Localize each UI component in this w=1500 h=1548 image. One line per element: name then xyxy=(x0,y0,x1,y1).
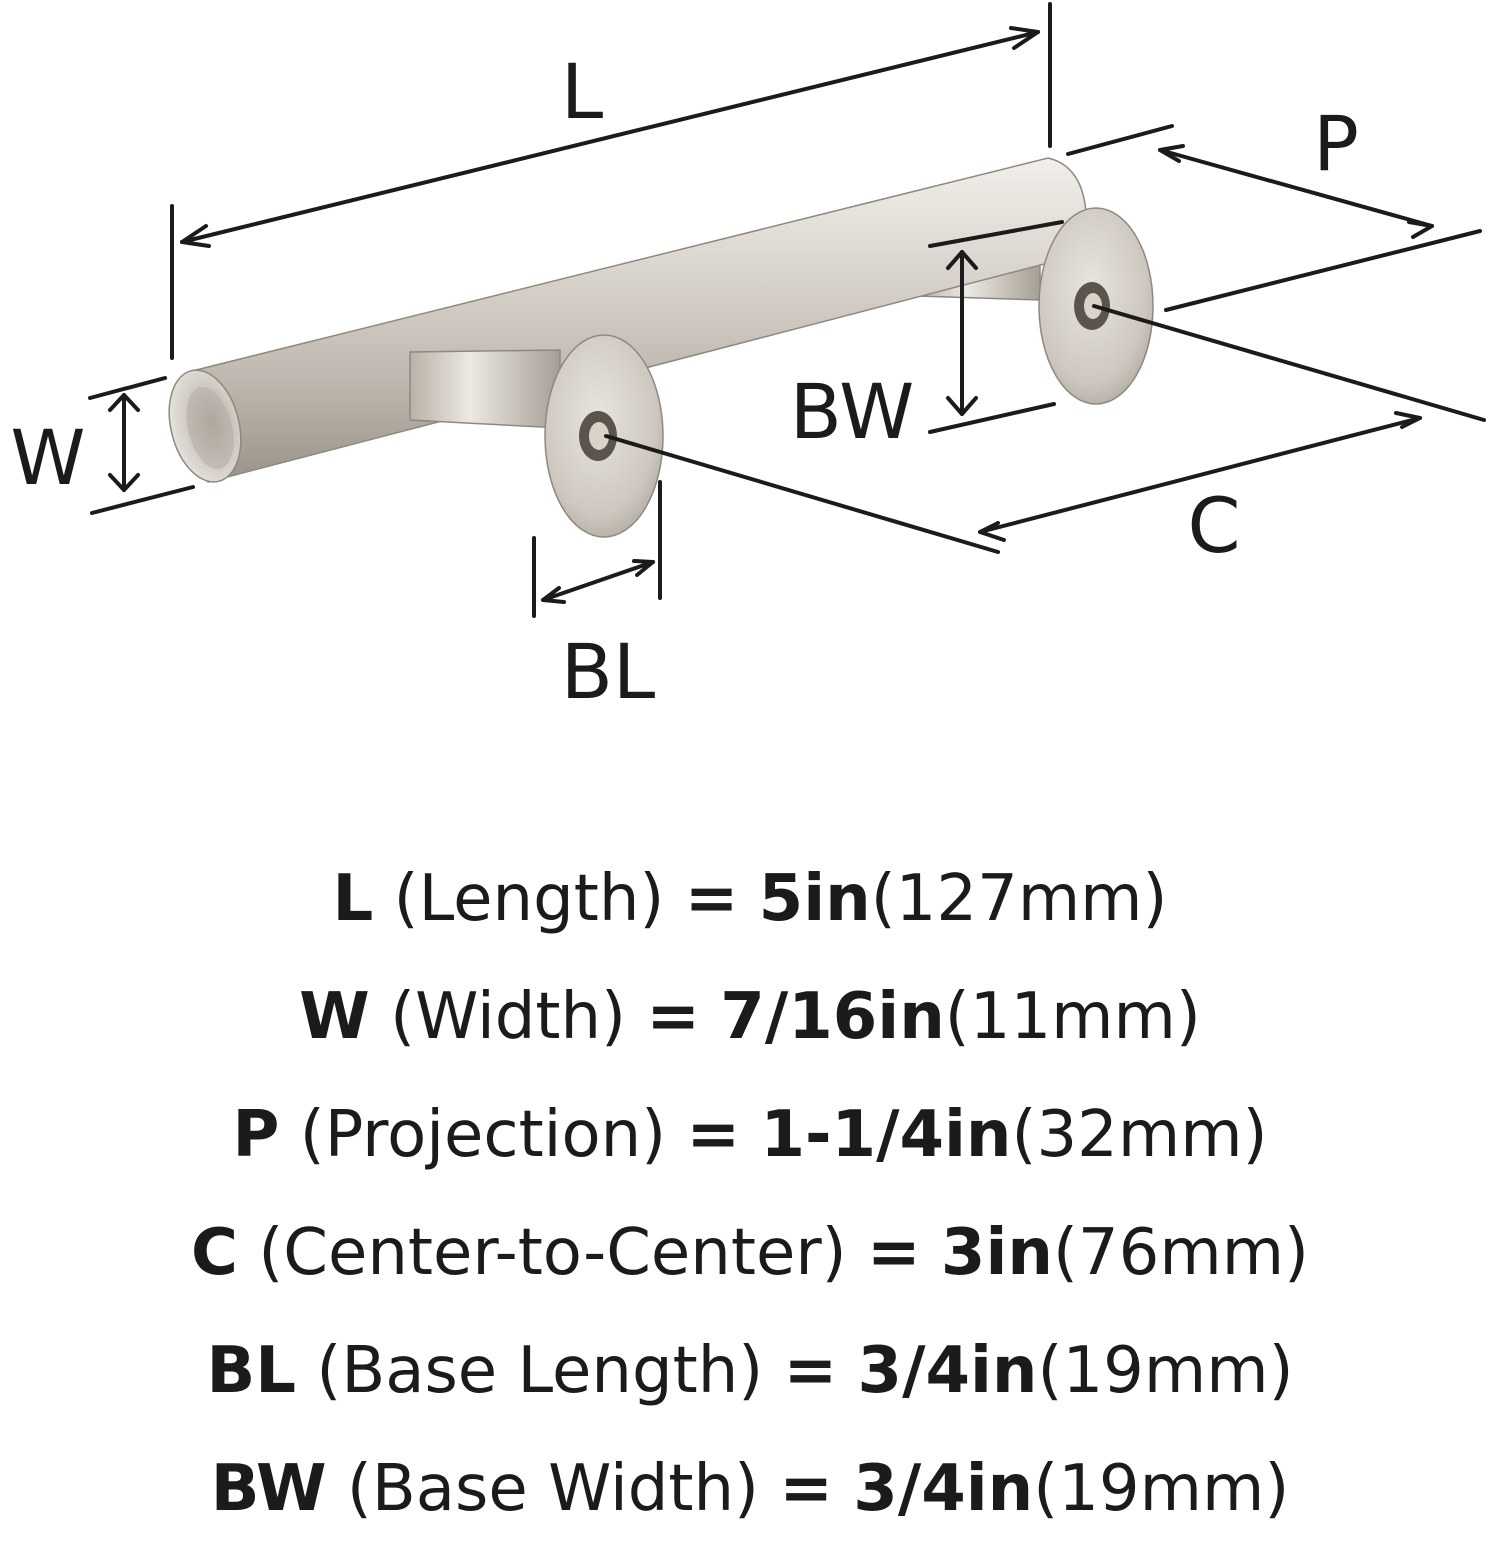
dimension-lines xyxy=(88,2,1486,618)
spec-equals: = xyxy=(686,1098,741,1172)
spec-symbol: L xyxy=(332,862,374,936)
dimension-sheet: L P W BW C BL L (Length) = 5in(127mm) W … xyxy=(10,2,1486,1526)
spec-description: (Center-to-Center) xyxy=(258,1216,847,1290)
spec-metric: (127mm) xyxy=(870,862,1168,936)
base-length-dimension xyxy=(532,480,662,618)
spec-imperial: 7/16in xyxy=(720,980,945,1054)
spec-imperial: 1-1/4in xyxy=(760,1098,1012,1172)
base-width-dimension xyxy=(928,220,1064,434)
spec-row-width: W (Width) = 7/16in(11mm) xyxy=(0,958,1500,1076)
spec-equals: = xyxy=(646,980,700,1054)
width-dimension xyxy=(88,376,195,515)
spec-metric: (11mm) xyxy=(944,980,1201,1054)
spec-description: (Width) xyxy=(390,980,626,1054)
label-p: P xyxy=(1313,99,1359,188)
spec-symbol: C xyxy=(191,1216,238,1290)
label-c: C xyxy=(1187,481,1240,570)
dimension-labels: L P W BW C BL xyxy=(10,47,1359,716)
spec-symbol: P xyxy=(232,1098,280,1172)
spec-description: (Base Width) xyxy=(346,1452,759,1526)
spec-equals: = xyxy=(866,1216,921,1290)
projection-dimension xyxy=(1066,124,1482,312)
spec-imperial: 3/4in xyxy=(857,1334,1038,1408)
spec-equals: = xyxy=(779,1452,833,1526)
label-w: W xyxy=(10,413,85,502)
center-dimension xyxy=(604,304,1486,554)
spec-imperial: 3/4in xyxy=(853,1452,1034,1526)
label-bw: BW xyxy=(790,367,915,456)
bar-pull-illustration xyxy=(168,157,1154,538)
spec-description: (Projection) xyxy=(299,1098,667,1172)
spec-symbol: W xyxy=(299,980,370,1054)
spec-metric: (19mm) xyxy=(1037,1334,1294,1408)
spec-metric: (19mm) xyxy=(1033,1452,1290,1526)
spec-description: (Length) xyxy=(393,862,665,936)
spec-imperial: 3in xyxy=(940,1216,1053,1290)
bar-pull-diagram: L P W BW C BL xyxy=(10,2,1486,716)
spec-row-length: L (Length) = 5in(127mm) xyxy=(0,840,1500,958)
spec-row-base-width: BW (Base Width) = 3/4in(19mm) xyxy=(0,1430,1500,1548)
front-post xyxy=(409,349,561,429)
spec-row-center-to-center: C (Center-to-Center) = 3in(76mm) xyxy=(0,1194,1500,1312)
spec-equals: = xyxy=(783,1334,838,1408)
label-l: L xyxy=(561,47,603,136)
spec-metric: (32mm) xyxy=(1011,1098,1268,1172)
spec-equals: = xyxy=(684,862,739,936)
spec-row-base-length: BL (Base Length) = 3/4in(19mm) xyxy=(0,1312,1500,1430)
spec-imperial: 5in xyxy=(758,862,871,936)
label-bl: BL xyxy=(561,627,655,716)
spec-metric: (76mm) xyxy=(1052,1216,1309,1290)
spec-symbol: BL xyxy=(206,1334,297,1408)
length-dimension xyxy=(170,2,1052,360)
spec-symbol: BW xyxy=(210,1452,327,1526)
spec-list: L (Length) = 5in(127mm) W (Width) = 7/16… xyxy=(0,840,1500,1548)
spec-description: (Base Length) xyxy=(316,1334,764,1408)
spec-row-projection: P (Projection) = 1-1/4in(32mm) xyxy=(0,1076,1500,1194)
